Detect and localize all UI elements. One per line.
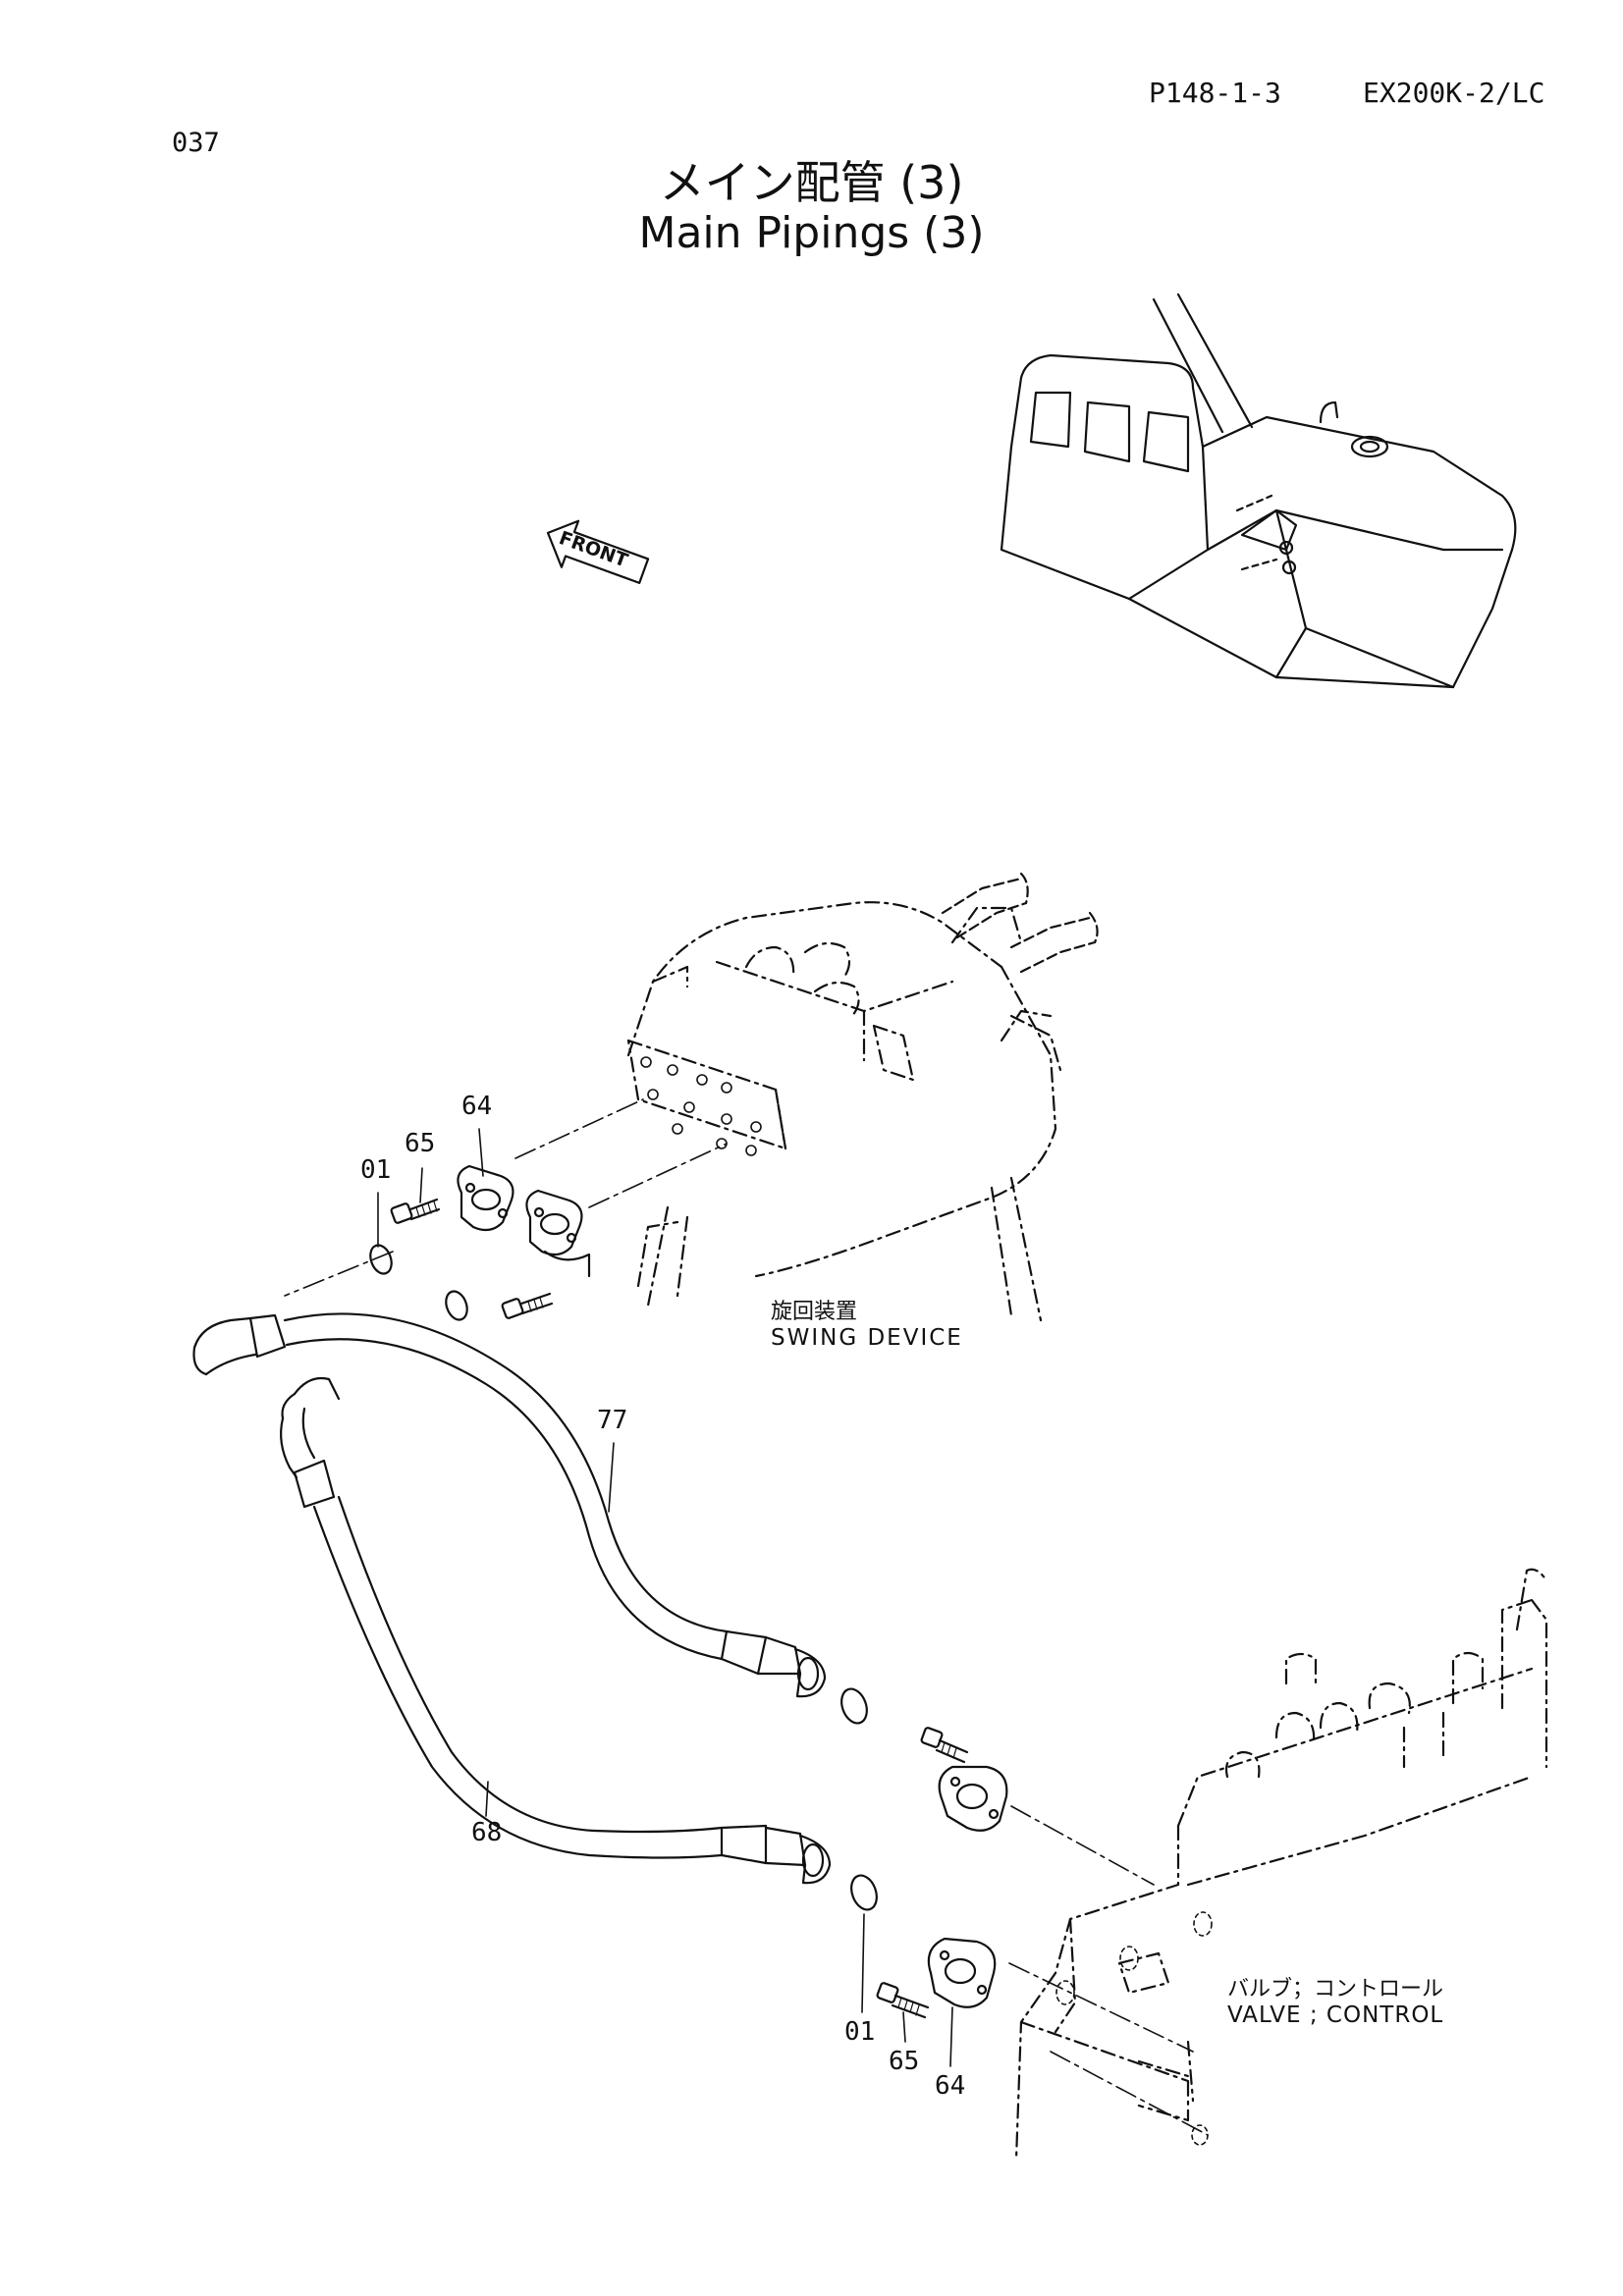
callout-leaders: [377, 1128, 953, 2067]
flange-64-top-a: [457, 1164, 514, 1232]
assembly-centre-lines: [284, 1098, 1209, 2136]
callout-77: 77: [597, 1406, 628, 1435]
o-ring-01-top-a: [369, 1244, 393, 1275]
callout-65-bottom: 65: [889, 2047, 920, 2076]
flange-64-lower-b: [927, 1937, 997, 2008]
excavator-overview: [1000, 293, 1517, 689]
control-valve-label-en: VALVE ; CONTROL: [1227, 2002, 1444, 2028]
model-code: EX200K-2/LC: [1363, 77, 1545, 109]
front-direction-arrow: [546, 519, 650, 584]
callout-65-top: 65: [405, 1129, 436, 1158]
callout-64-top: 64: [461, 1092, 493, 1121]
swing-device-outline: [626, 901, 1062, 1322]
callout-68: 68: [471, 1818, 503, 1847]
bolt-65-top-a: [390, 1198, 441, 1224]
bolt-65-top-b: [501, 1292, 554, 1319]
control-valve-label-ja: バルブ；コントロール: [1227, 1977, 1444, 2002]
callout-01-top: 01: [360, 1155, 392, 1185]
swing-device-port-holes: [640, 1056, 762, 1156]
swing-device-label-en: SWING DEVICE: [771, 1325, 963, 1351]
flange-64-top-b: [525, 1189, 591, 1278]
flange-64-lower-a: [938, 1765, 1008, 1832]
o-ring-01-hose68-end: [850, 1874, 878, 1911]
callout-01-bottom: 01: [844, 2017, 876, 2047]
title-japanese: メイン配管 (3): [659, 156, 964, 209]
bolt-65-lower-a: [920, 1727, 969, 1764]
swing-device-hose-barbs: [941, 872, 1099, 974]
control-valve-outline: [1014, 1568, 1548, 2162]
o-ring-01-top-b: [445, 1290, 468, 1321]
hose-77: [192, 1312, 827, 1698]
swing-device-label-ja: 旋回装置: [771, 1300, 858, 1324]
control-valve-ports: [1055, 1911, 1213, 2146]
callout-64-bottom: 64: [935, 2071, 966, 2101]
hose-68: [280, 1376, 832, 1885]
o-ring-01-hose77-end: [840, 1687, 868, 1725]
reference-code: P148-1-3: [1149, 77, 1281, 109]
title-english: Main Pipings (3): [638, 208, 985, 258]
bolt-65-lower-b: [876, 1982, 930, 2019]
page-number: 037: [172, 128, 220, 158]
